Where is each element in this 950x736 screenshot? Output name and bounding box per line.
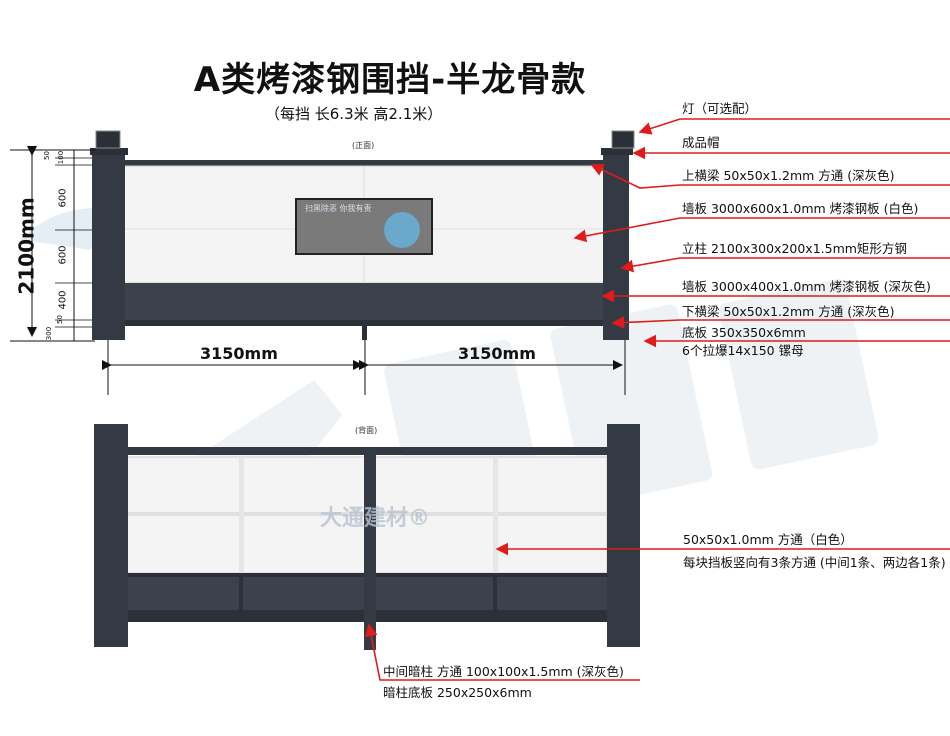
width-dimension (102, 340, 626, 395)
height-tick: 600 (57, 188, 69, 208)
width-dim-right: 3150mm (458, 344, 536, 363)
back-view-label: (背面) (355, 426, 378, 435)
height-dim-label: 2100mm (14, 197, 39, 295)
height-tick: 400 (57, 290, 69, 310)
height-tick: 50 (55, 315, 64, 324)
width-dim-left: 3150mm (200, 344, 278, 363)
banner-text: 扫黑除恶 你我有责 (305, 204, 372, 213)
height-tick: 50 (42, 151, 51, 160)
label-hidden-post-base: 暗柱底板 250x250x6mm (383, 685, 532, 700)
label-bottom-beam: 下横梁 50x50x1.2mm 方通 (深灰色) (682, 304, 895, 319)
label-white-panel: 墙板 3000x600x1.0mm 烤漆钢板 (白色) (682, 201, 919, 216)
watermark-logo: 大通建材® (320, 506, 431, 531)
annotation-leaders (364, 118, 950, 681)
label-base-plate: 底板 350x350x6mm (682, 325, 806, 340)
front-view-label: (正面) (352, 141, 375, 150)
subtitle: （每挡 长6.3米 高2.1米） (265, 105, 443, 123)
label-anchor-bolts: 6个拉爆14x150 镙母 (682, 343, 804, 358)
height-dimension (10, 146, 95, 342)
label-tube-note: 每块挡板竖向有3条方通 (中间1条、两边各1条) (683, 555, 946, 570)
label-lamp: 灯（可选配） (682, 101, 758, 116)
front-view (90, 130, 635, 340)
label-top-beam: 上横梁 50x50x1.2mm 方通 (深灰色) (682, 168, 895, 183)
page-title: A类烤漆钢围挡-半龙骨款 (193, 60, 587, 100)
height-tick: 300 (45, 326, 54, 341)
height-tick: 100 (57, 150, 66, 165)
label-hidden-post: 中间暗柱 方通 100x100x1.5mm (深灰色) (383, 664, 624, 679)
label-cap: 成品帽 (682, 135, 720, 150)
label-post: 立柱 2100x300x200x1.5mm矩形方钢 (682, 241, 907, 256)
height-tick: 600 (57, 245, 69, 265)
label-white-tube: 50x50x1.0mm 方通（白色） (683, 532, 853, 547)
back-view (94, 424, 640, 650)
label-dark-panel: 墙板 3000x400x1.0mm 烤漆钢板 (深灰色) (682, 279, 931, 294)
